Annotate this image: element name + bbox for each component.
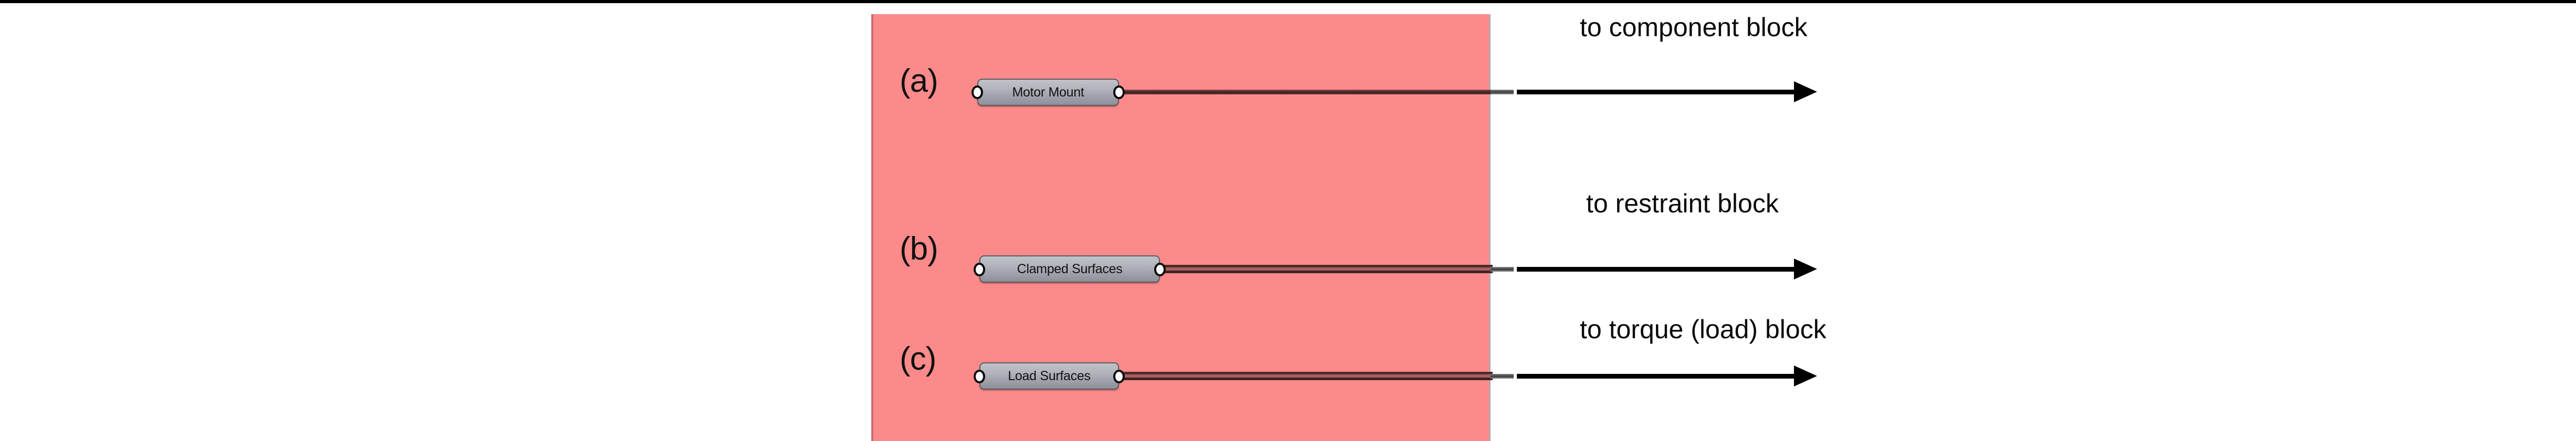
block-clamped-surfaces-label: Clamped Surfaces [1017,261,1123,276]
connection-stub-a [1491,90,1514,94]
caption-restraint-block: to restraint block [1586,189,1779,218]
arrow-shaft-c [1517,374,1795,379]
top-divider-rule [0,0,2576,3]
block-load-surfaces-output-port[interactable] [1113,370,1125,383]
connection-line-c [1117,372,1493,380]
connection-line-a [1121,90,1493,94]
arrow-head-a [1794,81,1817,102]
row-label-c: (c) [900,341,936,377]
block-load-surfaces[interactable]: Load Surfaces [979,362,1119,390]
block-load-surfaces-label: Load Surfaces [1008,368,1091,383]
connection-stub-c [1491,374,1514,379]
caption-torque-load-block: to torque (load) block [1580,315,1827,344]
arrow-head-b [1794,259,1817,279]
arrow-shaft-b [1517,267,1795,272]
block-clamped-surfaces[interactable]: Clamped Surfaces [979,255,1160,283]
connection-line-b [1158,265,1493,273]
subsystem-panel [871,14,1491,441]
row-label-a: (a) [900,63,938,99]
row-label-b: (b) [900,231,938,267]
block-motor-mount-input-port[interactable] [972,85,983,99]
block-motor-mount[interactable]: Motor Mount [977,79,1119,106]
block-motor-mount-output-port[interactable] [1113,85,1125,99]
arrow-shaft-a [1517,90,1795,94]
block-clamped-surfaces-output-port[interactable] [1154,263,1166,276]
caption-component-block: to component block [1580,13,1808,42]
block-motor-mount-label: Motor Mount [1012,84,1084,100]
arrow-head-c [1794,365,1817,386]
block-load-surfaces-input-port[interactable] [974,370,985,383]
connection-stub-b [1491,267,1514,272]
block-clamped-surfaces-input-port[interactable] [974,263,985,276]
